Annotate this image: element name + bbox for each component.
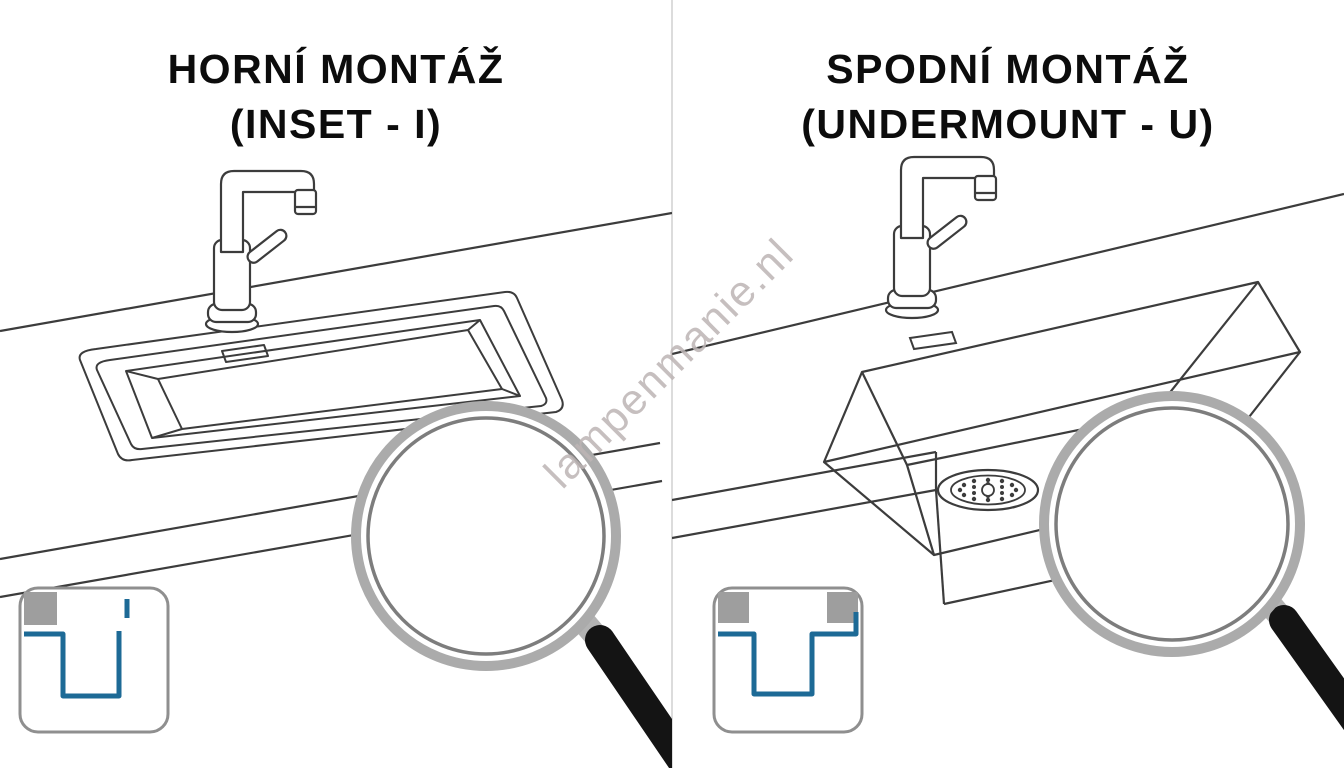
counter-section-block-right bbox=[827, 592, 858, 623]
faucet-drawing bbox=[884, 155, 998, 320]
deck-plate bbox=[221, 344, 269, 363]
undermount-title: SPODNÍ MONTÁŽ (UNDERMOUNT - U) bbox=[672, 42, 1344, 153]
magnifier-lens bbox=[351, 401, 621, 671]
magnifier-icon bbox=[1039, 391, 1344, 731]
panel-undermount: SPODNÍ MONTÁŽ (UNDERMOUNT - U) bbox=[672, 0, 1344, 768]
magnifier-icon bbox=[351, 401, 672, 768]
undermount-scene-drawing bbox=[672, 155, 1344, 734]
magnifier-handle bbox=[585, 625, 672, 768]
faucet-drawing bbox=[204, 169, 318, 334]
inset-title-line2: (INSET - I) bbox=[229, 101, 443, 148]
deck-plate bbox=[908, 330, 958, 351]
inset-cross-section-icon bbox=[18, 586, 170, 734]
inset-title-line1: HORNÍ MONTÁŽ bbox=[167, 46, 505, 92]
panel-inset: HORNÍ MONTÁŽ (INSET - I) bbox=[0, 42, 672, 768]
counter-section-block-left bbox=[718, 592, 749, 623]
inset-title: HORNÍ MONTÁŽ (INSET - I) bbox=[0, 42, 672, 153]
undermount-title-line1: SPODNÍ MONTÁŽ bbox=[826, 46, 1190, 92]
inset-sink-drawing bbox=[78, 290, 564, 462]
magnifier-lens bbox=[1039, 391, 1305, 657]
inset-scene-drawing bbox=[0, 169, 672, 768]
counter-section-block bbox=[24, 592, 57, 625]
undermount-cross-section-icon bbox=[712, 586, 864, 734]
panel-divider bbox=[671, 0, 673, 768]
inset-profile-line bbox=[24, 631, 122, 699]
undermount-profile-line bbox=[718, 612, 859, 697]
undermount-title-line2: (UNDERMOUNT - U) bbox=[801, 101, 1215, 148]
drain-strainer-drawing bbox=[936, 468, 1040, 512]
magnifier-handle bbox=[1269, 605, 1344, 731]
